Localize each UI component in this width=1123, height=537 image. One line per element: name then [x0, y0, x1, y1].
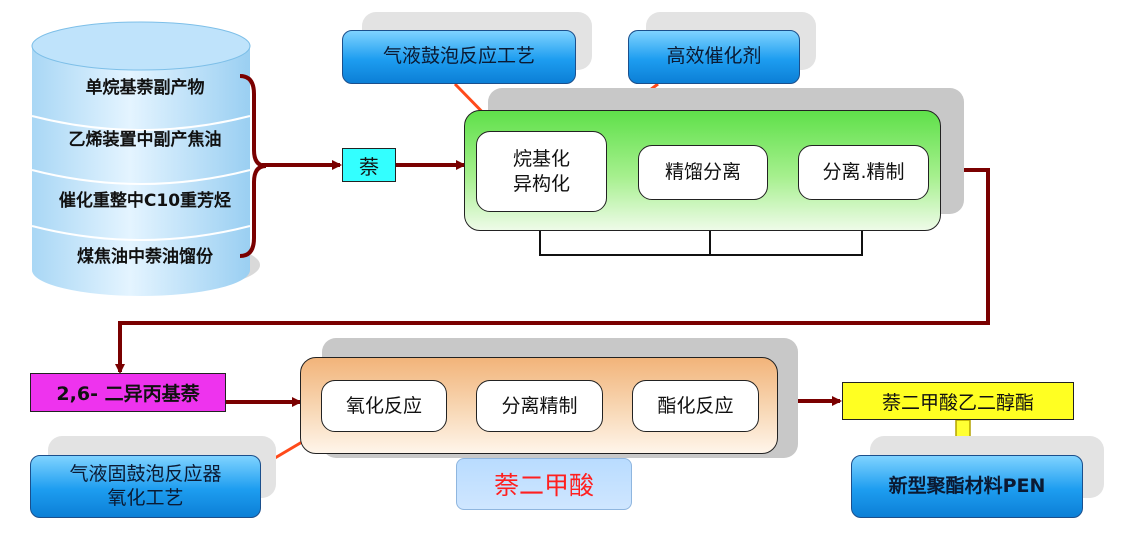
naphthalene-box: 萘 [342, 148, 396, 182]
source-item: 单烷基萘副产物 [85, 78, 205, 98]
bubble-reaction-tech-button: 气液鼓泡反应工艺 [342, 30, 576, 84]
source-item: 煤焦油中萘油馏份 [77, 247, 213, 267]
alkylation-isomerization-step: 烷基化 异构化 [476, 131, 607, 212]
source-item: 乙烯装置中副产焦油 [68, 130, 222, 150]
oxidation-step: 氧化反应 [321, 380, 447, 432]
ndca-label-box: 萘二甲酸 [456, 458, 632, 510]
distillation-separation-step: 精馏分离 [638, 145, 768, 200]
dipn-box: 2,6- 二异丙基萘 [30, 373, 226, 412]
sources-cylinder [30, 20, 262, 300]
separation-refining-step-2: 分离精制 [476, 380, 603, 432]
source-item: 催化重整中C10重芳烃 [58, 191, 232, 211]
separation-refining-step: 分离.精制 [798, 145, 929, 200]
ndca-label: 萘二甲酸 [493, 471, 594, 500]
naphthalene-label: 萘 [359, 154, 379, 179]
dipn-label: 2,6- 二异丙基萘 [56, 383, 200, 405]
esterification-step: 酯化反应 [632, 380, 759, 432]
pen-ester-box: 萘二甲酸乙二醇酯 [842, 382, 1074, 420]
oxidation-tech-button: 气液固鼓泡反应器 氧化工艺 [30, 455, 261, 518]
catalyst-button: 高效催化剂 [628, 30, 800, 84]
sources-brace [239, 74, 267, 258]
pen-material-button: 新型聚酯材料PEN [851, 455, 1083, 518]
pen-ester-label: 萘二甲酸乙二醇酯 [881, 391, 1034, 414]
